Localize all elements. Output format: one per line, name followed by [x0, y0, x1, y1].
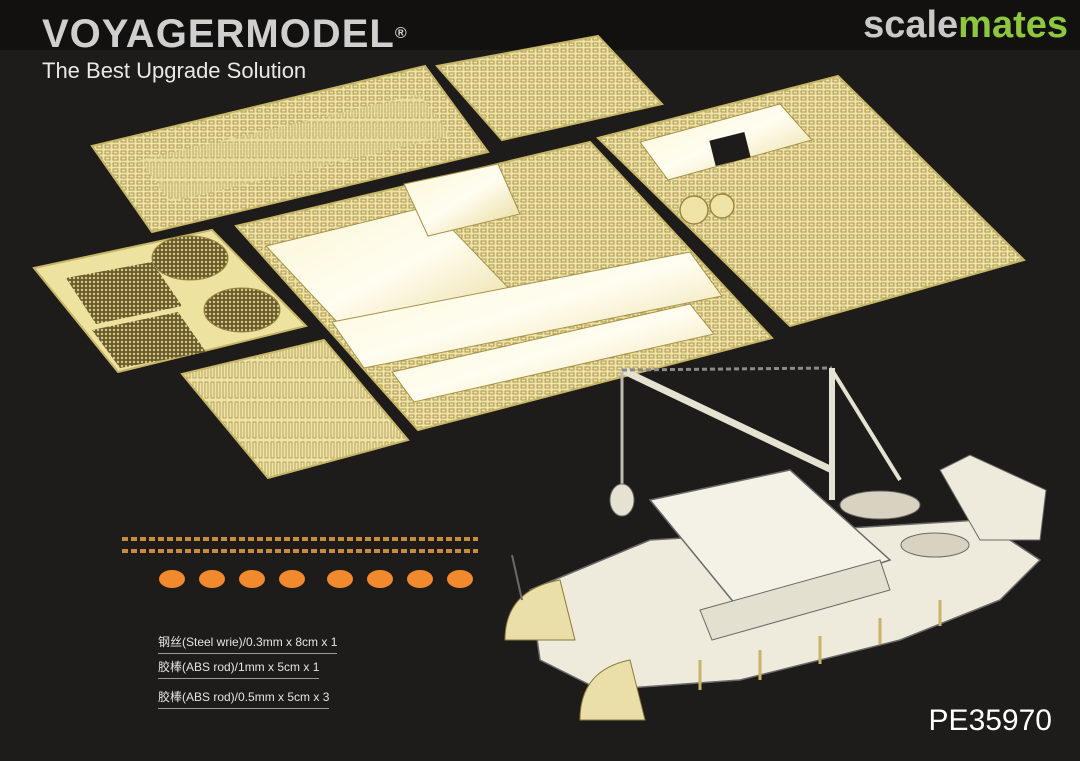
fret-right [596, 74, 1026, 328]
fret-tool-box [180, 338, 410, 480]
watermark-part-1: scale [863, 4, 959, 46]
watermark-part-2: mates [958, 4, 1068, 46]
product-code: PE35970 [928, 704, 1052, 737]
top-bar [0, 0, 1080, 50]
legend-item-abs-rod-1mm: 胶棒(ABS rod)/1mm x 5cm x 1 [158, 658, 320, 679]
resin-parts [159, 570, 473, 588]
fret-top-center [435, 34, 664, 142]
fret-main [234, 140, 774, 432]
legend-item-abs-rod-05mm: 胶棒(ABS rod)/0.5mm x 5cm x 3 [158, 688, 330, 709]
fret-top-left [90, 64, 490, 234]
chains [122, 537, 478, 553]
registered-mark: ® [394, 25, 408, 42]
brand-tagline: The Best Upgrade Solution [42, 58, 307, 83]
legend-item-steel-wire: 钢丝(Steel wrie)/0.3mm x 8cm x 1 [158, 633, 338, 654]
fret-engine-grilles [32, 228, 308, 374]
brand-name: VOYAGERMODEL [42, 12, 395, 56]
vehicle-illustration [504, 366, 1047, 721]
brand-logo: VOYAGERMODEL® [42, 14, 408, 54]
scalemates-watermark: scalemates [863, 4, 1068, 47]
